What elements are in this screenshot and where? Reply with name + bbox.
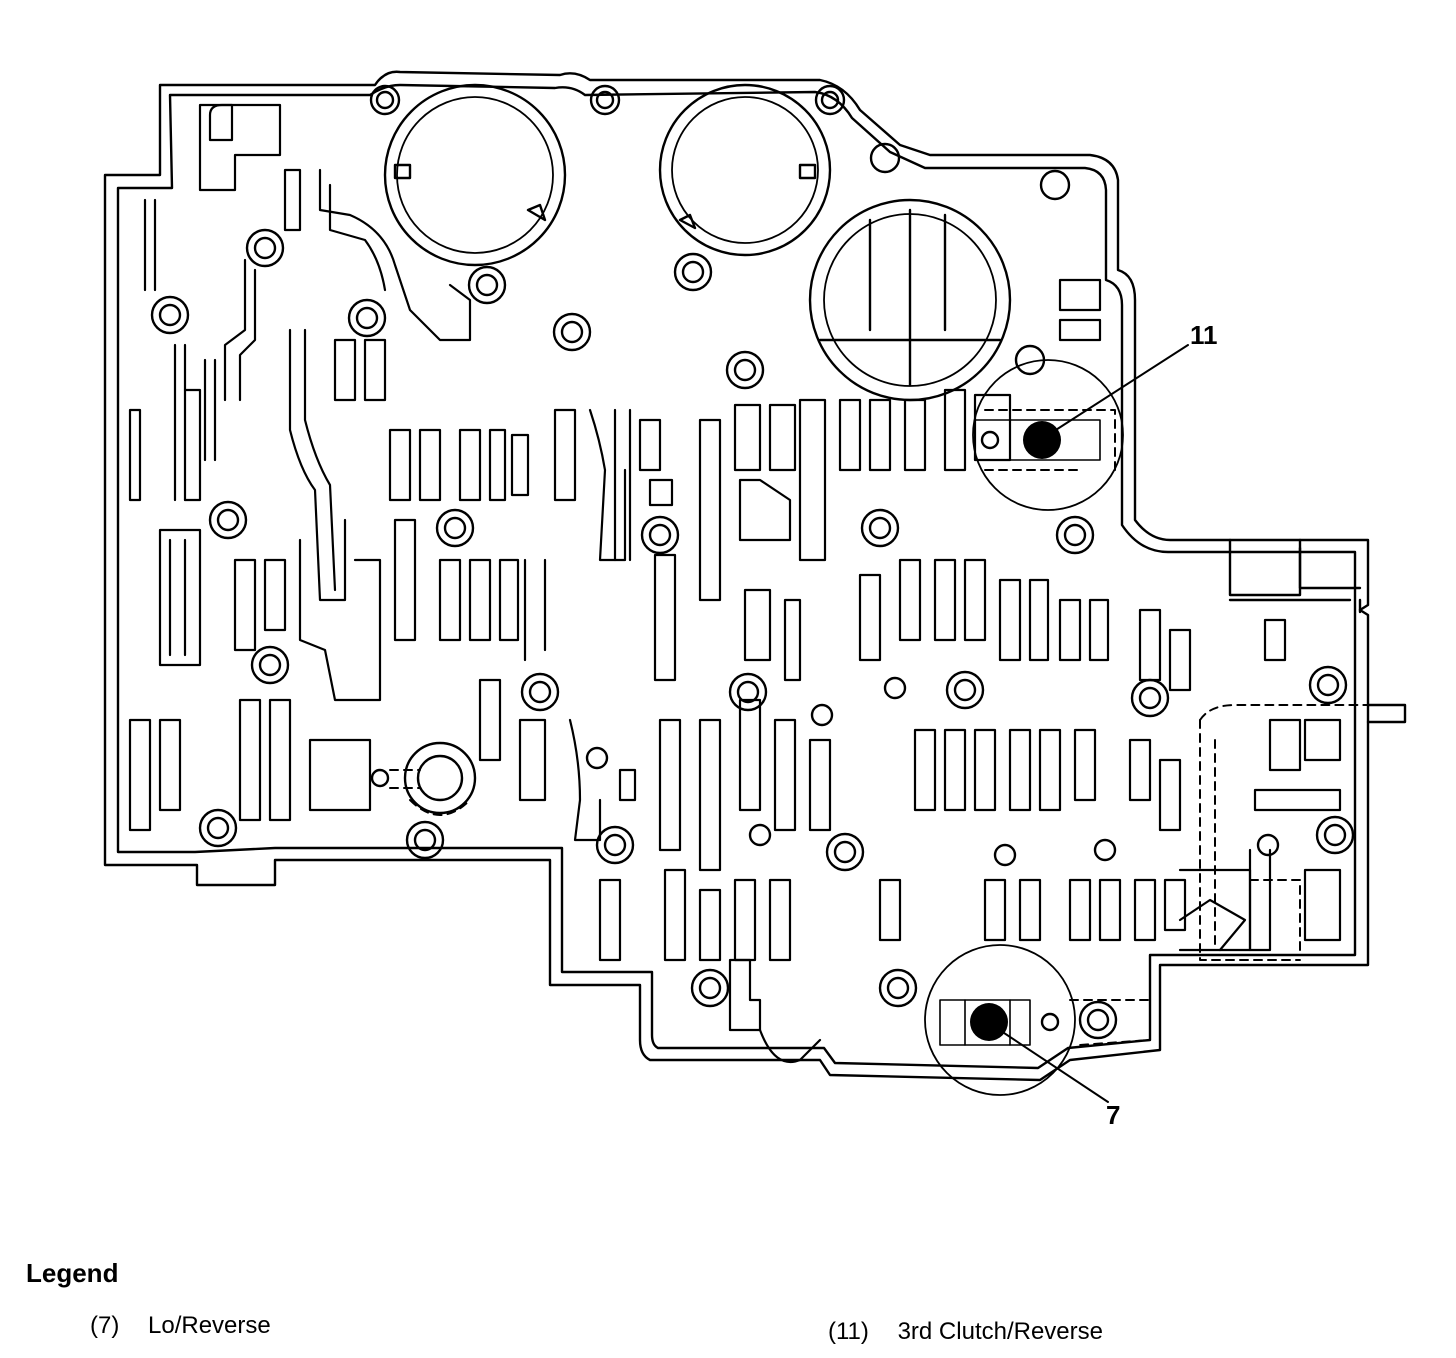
- callout-label-11: 11: [1190, 320, 1218, 350]
- leader-line-11: [1047, 344, 1189, 436]
- legend-item-lo-reverse: (7) Lo/Reverse: [90, 1312, 271, 1340]
- legend-item-number: (7): [90, 1312, 120, 1339]
- legend-item-label: 3rd Clutch/Reverse: [897, 1318, 1103, 1345]
- callout-circle-7: [924, 944, 1076, 1096]
- legend-item-number: (11): [828, 1318, 869, 1345]
- bolt-holes: [150, 84, 1355, 1040]
- valve-body-outline: [103, 70, 1370, 1082]
- hidden-passages: [389, 409, 1401, 1046]
- legend-title: Legend: [26, 1258, 119, 1288]
- check-ball-7: [970, 1003, 1008, 1041]
- callout-label-7: 7: [1106, 1100, 1120, 1130]
- leader-line-7: [991, 1024, 1109, 1103]
- check-ball-11: [1023, 421, 1061, 459]
- fluid-passages: [128, 103, 1342, 1063]
- legend-item-label: Lo/Reverse: [148, 1312, 271, 1339]
- valve-body-inner-outline: [116, 83, 1357, 1070]
- legend-item-3rd-clutch-reverse: (11) 3rd Clutch/Reverse: [828, 1318, 1103, 1346]
- callout-circle-11: [972, 359, 1124, 511]
- valve-body-diagram: 11 7: [103, 70, 1407, 1130]
